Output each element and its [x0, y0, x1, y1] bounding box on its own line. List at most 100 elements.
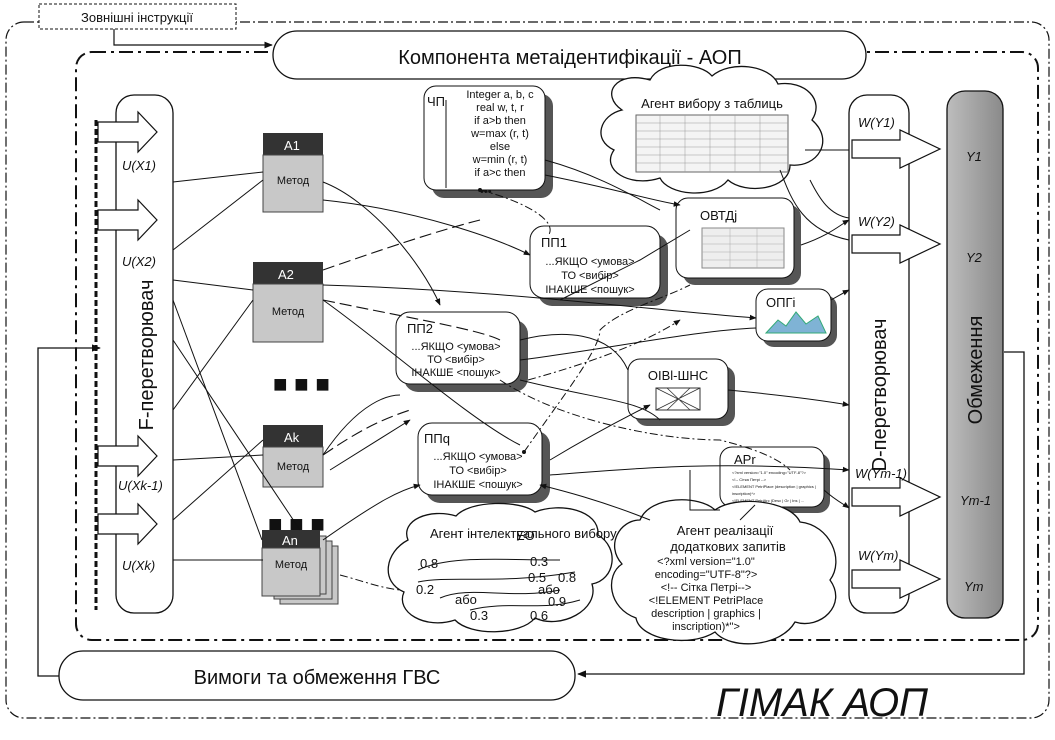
pp2-block: ПП2 ...ЯКЩО <умова> ТО <вибір> ІНАКШЕ <п…: [395, 311, 528, 392]
weight-ym-1: W(Ym-1): [855, 466, 907, 481]
weight-y2: W(Y2): [858, 214, 895, 229]
svg-text:ІНАКШЕ <пошук>: ІНАКШЕ <пошук>: [433, 479, 522, 491]
table-agent-cloud: Агент вибору з таблиць: [600, 64, 824, 194]
queries-agent-cloud: Агент реалізації додаткових запитів <?xm…: [610, 499, 837, 645]
svg-text:0.3: 0.3: [470, 608, 488, 623]
agent-an-method: Метод: [275, 559, 308, 571]
ppq-block: ППq ...ЯКЩО <умова> ТО <вибір> ІНАКШЕ <п…: [417, 422, 550, 503]
svg-text:<!ELEMENT PetriPlace (descript: <!ELEMENT PetriPlace (description | grap…: [732, 484, 816, 489]
opg-label: ОПГi: [766, 295, 795, 310]
requirements-feedback-arrow: [37, 344, 101, 677]
svg-text:if a>c then: if a>c then: [474, 167, 525, 179]
constraints-feedback-arrow: [577, 351, 1025, 678]
svg-text:encoding="UTF-8"?>: encoding="UTF-8"?>: [655, 569, 758, 581]
pp2-title: ПП2: [407, 321, 433, 336]
system-name: ГІМАК АОП: [716, 681, 929, 725]
output-arrows: [851, 129, 942, 599]
svg-text:0.9: 0.9: [548, 594, 566, 609]
svg-text:ІНАКШЕ <пошук>: ІНАКШЕ <пошук>: [545, 284, 634, 296]
agent-a2-label: A2: [278, 267, 294, 282]
weight-ym: W(Ym): [858, 548, 898, 563]
agent-a2-method: Метод: [272, 306, 305, 318]
svg-text:inscription)*>: inscription)*>: [732, 491, 756, 496]
agent-a1-label: A1: [284, 138, 300, 153]
svg-text:else: else: [490, 141, 510, 153]
svg-text:<!-- Сітка Петрі -->: <!-- Сітка Петрі -->: [732, 477, 767, 482]
queries-agent-label-1: Агент реалізації: [677, 523, 774, 538]
svg-text:ТО <вибір>: ТО <вибір>: [449, 465, 507, 477]
queries-agent-label-2: додаткових запитів: [670, 539, 786, 554]
svg-text:<!-- Сітка Петрі-->: <!-- Сітка Петрі-->: [661, 582, 752, 594]
agent-an-label: An: [282, 533, 298, 548]
constraints-label: Обмеження: [965, 316, 987, 425]
output-y2: Y2: [966, 250, 983, 265]
svg-text:<!ELEMENT PetriPlace: <!ELEMENT PetriPlace: [649, 595, 763, 607]
svg-text:ТО <вибір>: ТО <вибір>: [427, 354, 485, 366]
opg-block: ОПГi: [755, 288, 837, 347]
svg-text:Integer a, b, c: Integer a, b, c: [466, 89, 534, 101]
component-title-box: [272, 30, 867, 80]
chp-label: ЧП: [427, 94, 445, 109]
svg-text:...ЯКЩО <умова>: ...ЯКЩО <умова>: [433, 451, 522, 463]
svg-text:0.6: 0.6: [530, 608, 548, 623]
constraints-bar: [946, 90, 1004, 619]
agent-an-stack: An Метод: [261, 530, 339, 605]
svg-text:0.2: 0.2: [416, 582, 434, 597]
output-ym: Ym: [964, 579, 984, 594]
pp1-block: ПП1 ...ЯКЩО <умова> ТО <вибір> ІНАКШЕ <п…: [529, 225, 668, 306]
component-title: Компонента метаідентифікації - АОП: [398, 47, 741, 69]
input-label-k-1: U(Xk-1): [118, 478, 163, 493]
input-label-1: U(X1): [122, 158, 156, 173]
svg-text:0.3: 0.3: [530, 554, 548, 569]
agent-a1-method: Метод: [277, 175, 310, 187]
svg-text:if a>b then: if a>b then: [474, 115, 526, 127]
ar-block: АРr <?xml version="1.0" encoding="UTF-8"…: [719, 446, 830, 513]
svg-text:<?xml version="1.0" encoding=": <?xml version="1.0" encoding="UTF-8"?>: [732, 470, 807, 475]
output-ym-1: Ym-1: [960, 493, 991, 508]
agents-ellipsis: ■ ■ ■: [273, 371, 330, 398]
agent-a2: A2 Метод: [252, 262, 324, 343]
svg-text:inscription)*">: inscription)*">: [672, 621, 740, 633]
svg-text:...ЯКЩО <умова>: ...ЯКЩО <умова>: [545, 256, 634, 268]
requirements-title: Вимоги та обмеження ГВС: [194, 667, 441, 689]
agent-a1: A1 Метод: [262, 133, 324, 213]
intellectual-agent-label: Агент інтелектуального вибору: [430, 526, 617, 541]
table-agent-label: Агент вибору з таблиць: [641, 96, 783, 111]
svg-text:w=max (r, t): w=max (r, t): [470, 128, 529, 140]
svg-text:0.8: 0.8: [558, 570, 576, 585]
svg-text:w=min (r, t): w=min (r, t): [472, 154, 528, 166]
external-instructions-label: Зовнішні інструкції: [81, 10, 193, 25]
svg-text:або: або: [538, 582, 560, 597]
weight-y1: W(Y1): [858, 115, 895, 130]
oiv-block: ОІВl-ШНС: [627, 358, 735, 426]
f-converter-label: F-перетворювач: [136, 280, 158, 431]
svg-text:ІНАКШЕ <пошук>: ІНАКШЕ <пошук>: [411, 367, 500, 379]
svg-text:0.5: 0.5: [528, 570, 546, 585]
d-converter: [848, 94, 910, 614]
svg-text:ТО <вибір>: ТО <вибір>: [561, 270, 619, 282]
ext-instructions-arrow: [113, 29, 273, 49]
eo-label: ЕО: [516, 528, 535, 543]
svg-text:description | graphics |: description | graphics |: [651, 608, 761, 620]
agent-ak-method: Метод: [277, 461, 310, 473]
input-label-2: U(X2): [122, 254, 156, 269]
ar-label: АРr: [734, 452, 756, 467]
dash-dot-connections: [339, 188, 791, 591]
d-converter-label: D-перетворювач: [869, 319, 891, 472]
output-y1: Y1: [966, 149, 982, 164]
agent-ak-label: Ak: [284, 430, 300, 445]
oiv-label: ОІВl-ШНС: [648, 368, 708, 383]
ovtd-block: ОВТДj: [675, 197, 801, 285]
svg-text:real w, t, r: real w, t, r: [476, 102, 524, 114]
input-label-k: U(Xk): [122, 558, 155, 573]
svg-text:...ЯКЩО <умова>: ...ЯКЩО <умова>: [411, 341, 500, 353]
intellectual-agent-cloud: Агент інтелектуального вибору ЕО 0.8 0.3…: [387, 502, 617, 633]
svg-text:0.8: 0.8: [420, 556, 438, 571]
agent-ak: Ak Метод: [262, 425, 324, 488]
external-instructions-box: [38, 3, 237, 30]
connections: [172, 149, 850, 561]
ppq-title: ППq: [424, 431, 450, 446]
chp-block: ЧП Integer a, b, c real w, t, r if a>b t…: [423, 85, 553, 198]
